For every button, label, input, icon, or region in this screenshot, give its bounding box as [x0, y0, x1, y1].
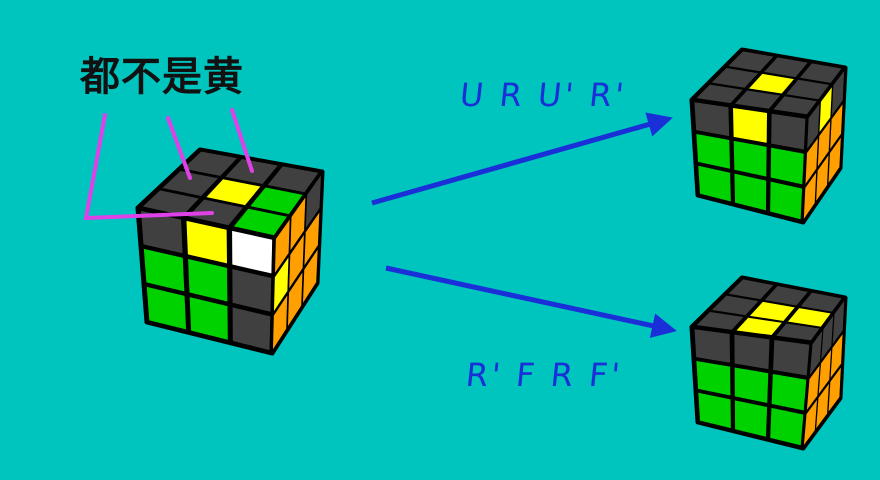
sticker — [189, 297, 228, 340]
sticker — [771, 373, 807, 411]
title-not-yellow: 都不是黄 — [80, 54, 244, 100]
sticker — [734, 400, 768, 437]
start-cube — [135, 147, 325, 356]
sticker — [140, 210, 183, 254]
pointer-lines — [83, 108, 254, 221]
sticker — [711, 68, 759, 88]
sticker — [770, 181, 803, 220]
sticker — [818, 349, 832, 394]
sticker — [289, 235, 304, 289]
sticker — [734, 173, 767, 211]
sticker — [302, 249, 318, 303]
sticker — [186, 220, 227, 264]
sticker — [821, 315, 834, 360]
sticker — [733, 90, 781, 111]
sticker — [143, 248, 185, 292]
sticker — [816, 155, 829, 201]
sticker — [728, 51, 774, 72]
sticker — [800, 292, 843, 312]
sticker — [698, 165, 731, 202]
arrow-lower — [385, 265, 677, 338]
sticker — [807, 103, 820, 149]
sticker — [773, 340, 810, 376]
sticker — [694, 102, 730, 137]
sticker — [733, 107, 767, 143]
sticker — [162, 170, 218, 197]
algorithm-label-b: R' F R F' — [464, 356, 625, 394]
sticker — [806, 365, 820, 410]
sticker — [787, 308, 832, 327]
sticker — [696, 133, 730, 169]
sticker — [817, 121, 831, 167]
pointer-line-middle — [166, 116, 192, 180]
sticker — [287, 272, 303, 326]
sticker — [206, 179, 261, 206]
sticker — [803, 172, 817, 219]
sticker — [819, 87, 832, 133]
sticker — [816, 383, 829, 429]
sticker — [786, 79, 830, 100]
sticker — [188, 259, 228, 302]
sticker — [272, 295, 288, 350]
pointer-line-left — [83, 113, 214, 221]
sticker — [698, 392, 731, 429]
sticker — [799, 63, 843, 83]
sticker — [805, 138, 818, 184]
sticker — [764, 57, 808, 78]
sticker — [771, 113, 806, 150]
sticker — [733, 140, 767, 177]
sticker — [290, 197, 306, 251]
sticker — [809, 330, 823, 375]
sticker — [273, 257, 289, 311]
sticker — [831, 70, 845, 116]
sticker — [250, 187, 303, 215]
sticker — [695, 84, 743, 105]
sticker — [828, 137, 841, 183]
sticker — [728, 279, 774, 300]
sticker — [694, 329, 731, 363]
sticker — [232, 269, 272, 312]
sticker — [764, 286, 808, 306]
sticker — [828, 367, 841, 412]
sticker — [734, 367, 769, 403]
sticker — [146, 286, 187, 330]
algorithm-label-a: U R U' R' — [458, 76, 629, 114]
sticker — [183, 151, 238, 176]
sticker — [749, 301, 795, 321]
sticker — [832, 300, 845, 344]
sticker — [232, 307, 271, 351]
sticker — [304, 212, 320, 266]
sticker — [305, 175, 321, 228]
pointer-line-right — [230, 108, 254, 173]
sticker — [770, 147, 804, 185]
sticker — [695, 311, 744, 332]
sticker — [232, 230, 273, 274]
sticker — [772, 96, 818, 116]
sticker — [803, 399, 818, 445]
sticker — [770, 407, 804, 446]
sticker — [830, 334, 843, 378]
arrow-upper — [371, 112, 673, 206]
sticker — [830, 104, 843, 150]
sticker — [734, 334, 770, 370]
result-cube-a — [689, 47, 848, 225]
sticker — [749, 73, 794, 94]
result-cube-b — [689, 275, 848, 451]
sticker — [735, 317, 782, 337]
sticker — [711, 295, 759, 316]
sticker — [696, 360, 731, 396]
sticker — [267, 166, 319, 193]
sticker — [274, 219, 290, 273]
